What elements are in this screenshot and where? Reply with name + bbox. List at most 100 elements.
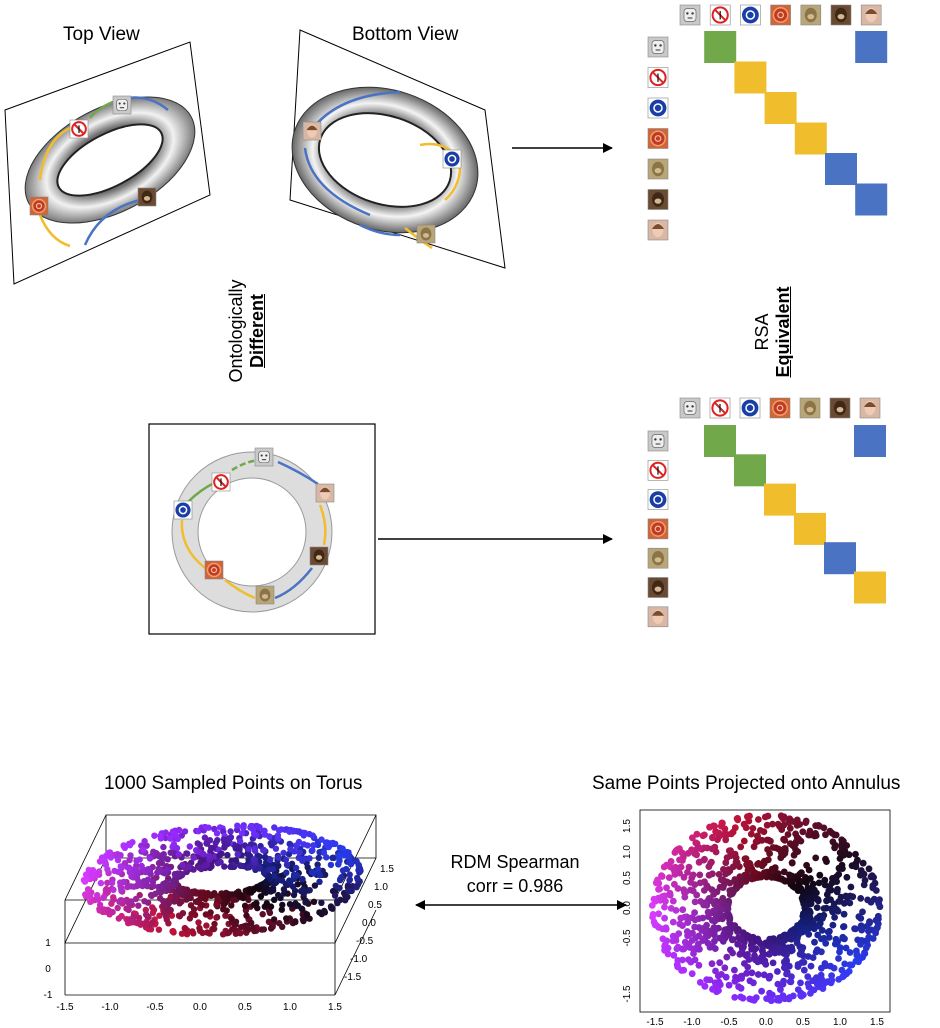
no-entry-sign-icon: [647, 459, 669, 481]
bottom-view-torus: [289, 29, 506, 269]
annulus-point: [676, 856, 683, 864]
annulus-point: [805, 983, 813, 991]
annulus-point: [691, 850, 698, 857]
annulus-point: [769, 959, 777, 967]
annulus-point: [711, 945, 719, 952]
annulus-point: [870, 874, 877, 881]
torus-point: [293, 842, 300, 849]
annulus-point: [744, 963, 752, 971]
edge-blue: [127, 96, 169, 111]
torus-point: [287, 846, 294, 853]
torus-point: [162, 829, 169, 836]
torus-point: [147, 870, 154, 878]
torus-point: [144, 866, 152, 873]
annulus-point: [658, 873, 666, 880]
torus-point: [110, 886, 117, 893]
torus-point: [260, 847, 267, 854]
torus-point: [279, 923, 286, 930]
torus-point: [300, 855, 308, 863]
annulus-point: [852, 850, 859, 858]
annulus-point: [674, 885, 682, 892]
torus-point: [286, 828, 293, 835]
rdm-cell: [855, 31, 888, 63]
torus-point: [308, 868, 315, 876]
annulus-point: [722, 836, 730, 844]
torus-point: [234, 822, 241, 829]
torus-point: [282, 856, 290, 864]
annulus-point: [729, 936, 737, 943]
stimulus-icons-diagram: [29, 95, 462, 605]
bottom-view-label: Bottom View: [352, 24, 459, 45]
annulus-point: [764, 856, 772, 864]
monkey-face-dark-icon: [309, 546, 329, 566]
torus-point: [309, 847, 316, 854]
robot-face-icon: [254, 447, 274, 467]
annulus-point: [807, 962, 815, 970]
annulus-point: [805, 930, 813, 938]
torus-point: [127, 898, 135, 905]
annulus-point: [763, 821, 771, 829]
torus-point: [157, 867, 164, 874]
torus-point: [346, 876, 353, 883]
annulus-point: [706, 976, 714, 984]
annulus-point: [669, 918, 677, 926]
torus-point: [141, 898, 148, 905]
torus-point: [124, 905, 131, 912]
edge-blue-4: [303, 147, 371, 217]
torus-point: [341, 852, 348, 859]
torus-point: [321, 907, 328, 915]
torus-point: [108, 879, 116, 886]
annulus-point: [711, 917, 719, 925]
annulus-point: [723, 953, 731, 961]
torus-point: [127, 852, 134, 859]
annulus-point: [781, 849, 789, 857]
torus-point: [346, 859, 353, 866]
rdm-cell: [734, 454, 766, 487]
torus-x-tick: 1.5: [328, 1002, 342, 1013]
torus-point: [246, 863, 253, 870]
annulus-point: [872, 929, 879, 937]
torus-point: [102, 859, 109, 867]
annulus-point: [734, 928, 741, 935]
torus-point: [164, 866, 171, 873]
torus-point: [185, 863, 193, 870]
annulus-point: [685, 863, 693, 871]
torus-point: [211, 920, 218, 928]
annulus-points: [648, 812, 884, 1004]
annulus-point: [836, 855, 844, 862]
torus-point: [196, 924, 203, 932]
annulus-point: [699, 914, 707, 922]
torus-point: [271, 824, 278, 831]
torus-point: [300, 832, 307, 839]
torus-point: [205, 852, 213, 860]
annulus-point: [684, 868, 691, 876]
torus-x-tick: -1.5: [56, 1002, 74, 1013]
annulus-x-tick: 0.0: [759, 1017, 773, 1028]
monkey-face-icon: [255, 585, 275, 605]
monkey-face-dark-icon: [647, 577, 669, 598]
robot-face-icon: [112, 95, 132, 115]
annulus-point: [867, 898, 875, 906]
annulus-point: [834, 907, 842, 915]
annulus-point: [679, 922, 686, 929]
torus-point: [243, 912, 250, 919]
annulus-point: [841, 960, 849, 968]
torus-point: [120, 878, 128, 886]
torus-point: [171, 898, 178, 905]
annulus-point: [829, 921, 837, 929]
annulus-point: [852, 863, 860, 871]
torus-point: [338, 874, 345, 881]
no-entry-sign-icon: [69, 119, 89, 139]
torus-point: [223, 907, 230, 914]
rdm-line-2: corr = 0.986: [466, 876, 564, 896]
annulus-point: [725, 981, 733, 989]
torus-point: [236, 862, 244, 869]
torus-point: [204, 929, 211, 936]
rdm-cell: [704, 31, 737, 63]
torus-point: [259, 911, 266, 918]
blue-round-sign-icon: [173, 500, 193, 520]
rdm-cell: [734, 61, 767, 94]
torus-x-tick: 0.0: [193, 1002, 207, 1013]
